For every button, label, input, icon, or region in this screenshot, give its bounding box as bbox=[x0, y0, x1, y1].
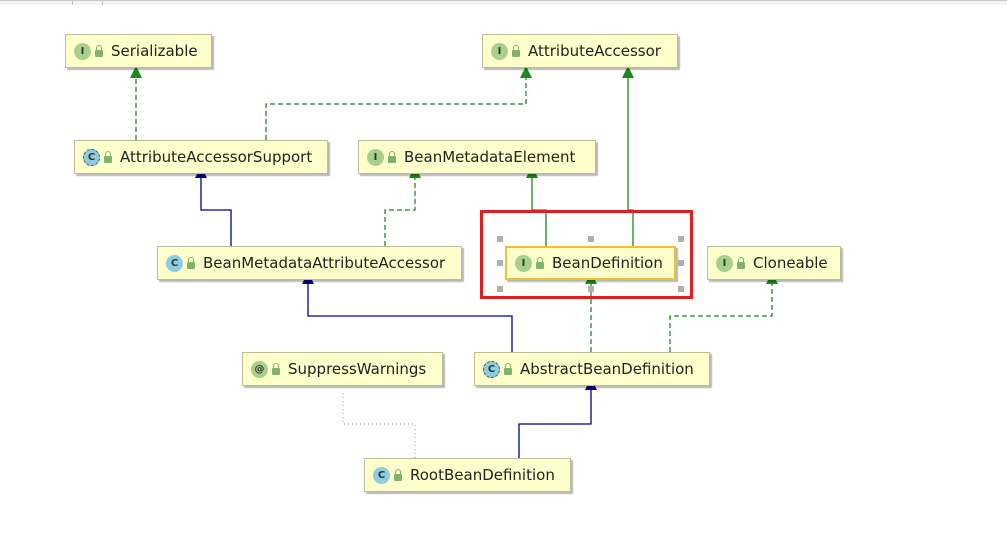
selection-handle[interactable] bbox=[678, 236, 684, 242]
edge-extends-root-bean-definition-to-abstract-bean-definition bbox=[518, 378, 597, 458]
selection-handle[interactable] bbox=[678, 260, 684, 266]
public-access-icon bbox=[504, 362, 512, 375]
selection-handle[interactable] bbox=[497, 260, 503, 266]
node-label: SuppressWarnings bbox=[288, 360, 427, 378]
highlight-box bbox=[480, 210, 693, 299]
node-bean-metadata-attribute-accessor[interactable]: C BeanMetadataAttributeAccessor bbox=[157, 246, 462, 280]
toolbar-strip bbox=[0, 0, 1007, 5]
node-bean-definition[interactable]: I BeanDefinition bbox=[505, 246, 676, 280]
public-access-icon bbox=[272, 362, 280, 375]
interface-icon: I bbox=[491, 42, 508, 60]
interface-icon: I bbox=[515, 254, 532, 272]
edge-extends-abstract-bean-definition-to-bean-metadata-attribute-accessor bbox=[302, 272, 513, 352]
class-icon: C bbox=[166, 254, 183, 272]
node-label: RootBeanDefinition bbox=[410, 466, 555, 484]
node-root-bean-definition[interactable]: C RootBeanDefinition bbox=[364, 458, 571, 492]
selection-handle[interactable] bbox=[497, 236, 503, 242]
node-label: BeanDefinition bbox=[552, 254, 663, 272]
node-suppress-warnings[interactable]: @ SuppressWarnings bbox=[242, 352, 443, 386]
edge-extends-bean-metadata-attribute-accessor-to-attribute-accessor-support bbox=[195, 166, 232, 246]
node-label: AbstractBeanDefinition bbox=[520, 360, 694, 378]
selection-handle[interactable] bbox=[587, 286, 594, 292]
abstract-icon: C bbox=[83, 148, 100, 166]
public-access-icon bbox=[187, 256, 195, 269]
node-label: BeanMetadataElement bbox=[404, 148, 576, 166]
public-access-icon bbox=[512, 44, 520, 57]
node-attribute-accessor[interactable]: I AttributeAccessor bbox=[482, 34, 678, 68]
node-label: AttributeAccessorSupport bbox=[120, 148, 313, 166]
interface-icon: I bbox=[716, 254, 733, 272]
selection-handle[interactable] bbox=[497, 286, 503, 292]
node-bean-metadata-element[interactable]: I BeanMetadataElement bbox=[358, 140, 596, 174]
node-label: Serializable bbox=[111, 42, 198, 60]
node-attribute-accessor-support[interactable]: C AttributeAccessorSupport bbox=[74, 140, 328, 174]
selection-handle[interactable] bbox=[587, 236, 594, 242]
public-access-icon bbox=[95, 44, 103, 57]
public-access-icon bbox=[104, 150, 112, 163]
annotation-icon: @ bbox=[251, 360, 268, 378]
public-access-icon bbox=[388, 150, 396, 163]
edge-implements-attribute-accessor-support-to-attribute-accessor bbox=[265, 66, 532, 140]
edge-implements-abstract-bean-definition-to-cloneable bbox=[669, 272, 778, 352]
node-serializable[interactable]: I Serializable bbox=[65, 34, 212, 68]
node-cloneable[interactable]: I Cloneable bbox=[707, 246, 841, 280]
public-access-icon bbox=[394, 468, 402, 481]
interface-icon: I bbox=[367, 148, 384, 166]
edge-annotated-with-root-bean-definition-to-suppress-warnings bbox=[342, 390, 416, 458]
abstract-icon: C bbox=[483, 360, 500, 378]
edge-implements-bean-metadata-attribute-accessor-to-bean-metadata-element bbox=[384, 166, 421, 246]
interface-icon: I bbox=[74, 42, 91, 60]
node-abstract-bean-definition[interactable]: C AbstractBeanDefinition bbox=[474, 352, 710, 386]
class-icon: C bbox=[373, 466, 390, 484]
public-access-icon bbox=[536, 256, 544, 269]
public-access-icon bbox=[737, 256, 745, 269]
node-label: BeanMetadataAttributeAccessor bbox=[203, 254, 446, 272]
selection-handle[interactable] bbox=[678, 286, 684, 292]
node-label: Cloneable bbox=[753, 254, 828, 272]
node-label: AttributeAccessor bbox=[528, 42, 661, 60]
